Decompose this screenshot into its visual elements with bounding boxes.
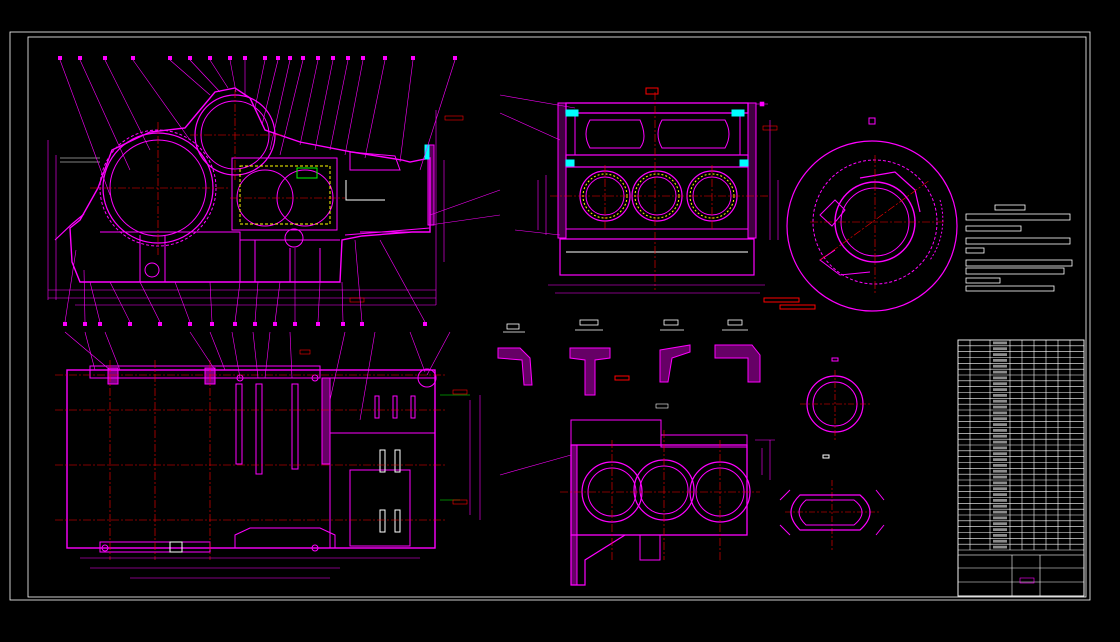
title-block-cell-text bbox=[993, 423, 1007, 426]
title-block-cell-text bbox=[993, 394, 1007, 397]
title-block-cell-text bbox=[993, 359, 1007, 362]
title-block-cell-text bbox=[993, 487, 1007, 491]
title-block-cell-text bbox=[993, 516, 1007, 520]
title-block-cell-text bbox=[993, 458, 1007, 461]
title-block-cell-text bbox=[993, 364, 1007, 368]
title-block-cell-text bbox=[993, 464, 1007, 467]
title-block-cell-text bbox=[993, 469, 1007, 473]
title-block-cell-text bbox=[993, 388, 1007, 391]
title-block-cell-text bbox=[993, 347, 1007, 351]
title-block-cell-text bbox=[993, 429, 1007, 432]
front-elevation-view bbox=[47, 56, 501, 326]
title-block-cell-text bbox=[993, 370, 1007, 374]
joint-details bbox=[497, 319, 761, 396]
title-block-cell-text bbox=[993, 417, 1007, 421]
title-block bbox=[957, 339, 1085, 597]
title-block-cell-text bbox=[993, 452, 1007, 456]
title-block-cell-text bbox=[993, 446, 1007, 450]
plan-view bbox=[55, 331, 481, 579]
title-block-cell-text bbox=[993, 539, 1007, 543]
title-block-cell-text bbox=[993, 522, 1007, 526]
title-block-cell-text bbox=[993, 510, 1007, 514]
inner-frame bbox=[27, 36, 1087, 598]
title-block-cell-text bbox=[993, 399, 1007, 403]
gearbox-section-view bbox=[499, 403, 775, 586]
title-block-cell-text bbox=[993, 382, 1007, 386]
outer-frame bbox=[9, 31, 1091, 601]
title-block-cell-text bbox=[993, 475, 1007, 479]
title-block-cell-text bbox=[993, 528, 1007, 531]
title-block-cell-text bbox=[993, 376, 1007, 380]
title-block-cell-text bbox=[993, 434, 1007, 438]
title-block-cell-text bbox=[993, 341, 1007, 345]
title-block-cell-text bbox=[993, 405, 1007, 409]
title-block-cell-text bbox=[993, 353, 1007, 356]
title-block-cell-text bbox=[993, 545, 1007, 549]
title-block-cell-text bbox=[993, 493, 1007, 496]
title-block-cell-text bbox=[993, 534, 1007, 537]
title-block-cell-text bbox=[993, 481, 1007, 485]
technical-notes-block bbox=[965, 204, 1073, 292]
flange-details bbox=[779, 357, 885, 550]
title-block-cell-text bbox=[993, 440, 1007, 444]
title-block-cell-text bbox=[993, 499, 1007, 502]
title-block-cell-text bbox=[993, 504, 1007, 508]
circular-detail-view bbox=[763, 117, 958, 312]
title-block-cell-text bbox=[993, 411, 1007, 415]
side-section-view bbox=[499, 87, 779, 294]
